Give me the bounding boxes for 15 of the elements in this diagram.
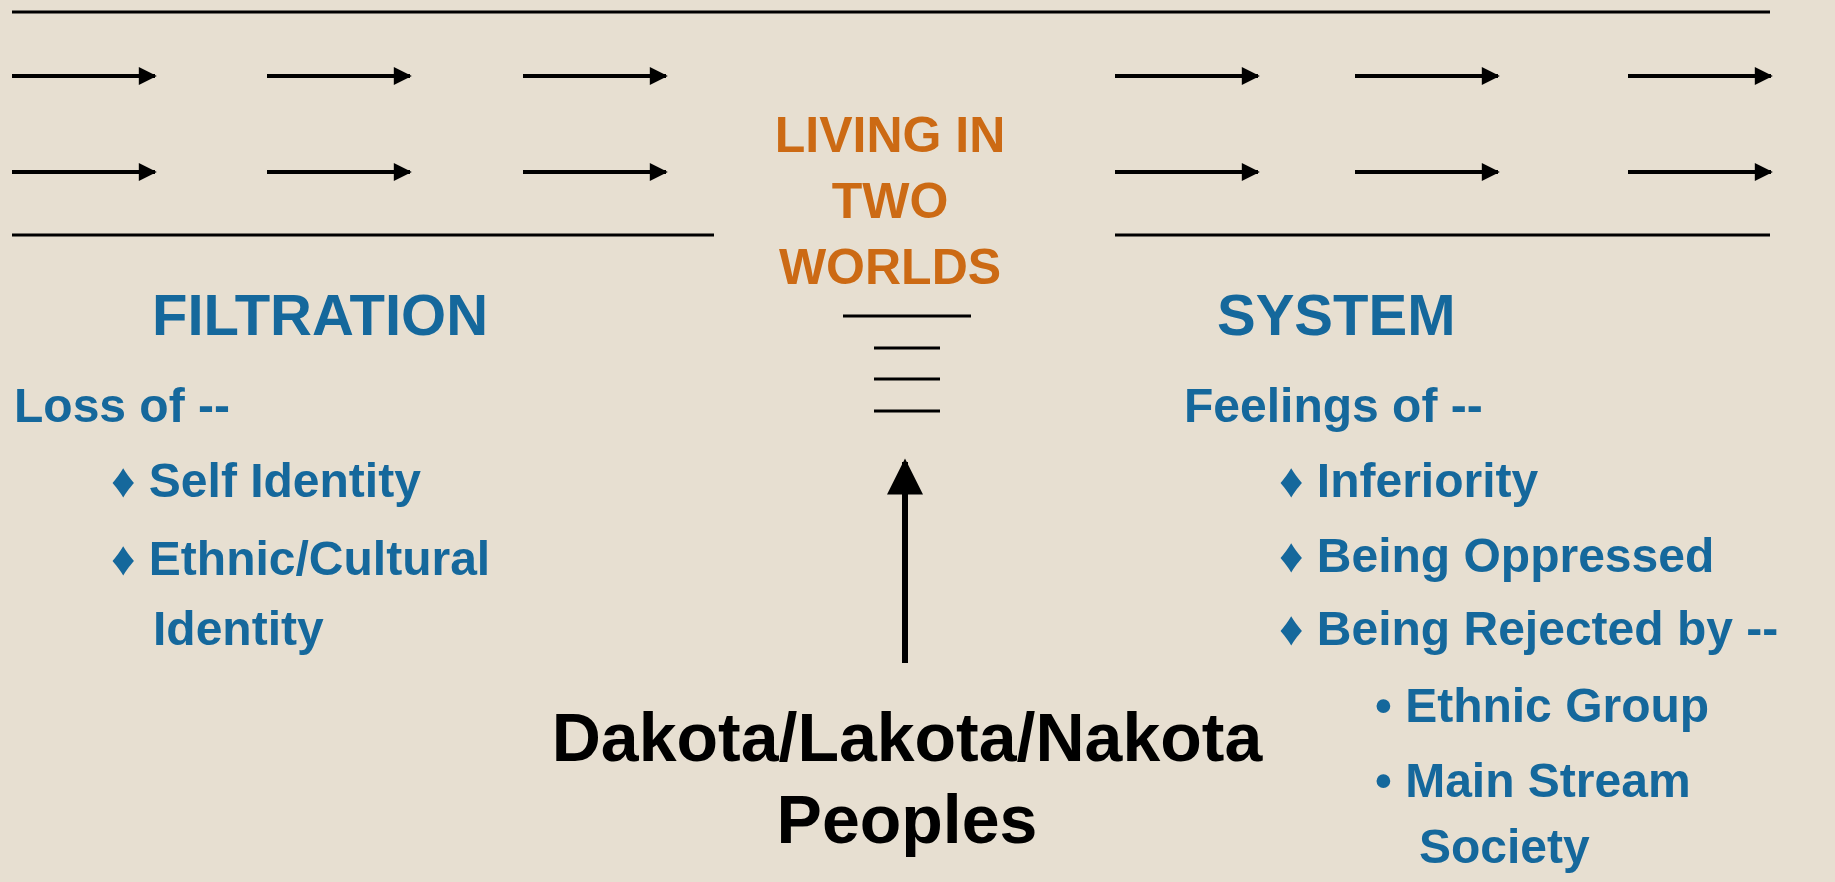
arrow (887, 458, 923, 663)
heading: FILTRATION (152, 286, 489, 344)
list-item: • Main Stream Society (1375, 753, 1692, 875)
title: LIVING IN TWO WORLDS (773, 106, 1007, 297)
stacked-lines-symbol (843, 314, 971, 413)
list-item: ♦ Being Rejected by -- (1279, 605, 1779, 653)
heading: SYSTEM (1217, 286, 1456, 344)
list-item: ♦ Being Oppressed (1279, 532, 1715, 580)
list-item: ♦ Ethnic/Cultural Identity (111, 531, 492, 657)
node-text: Dakota/Lakota/Nakota Peoples (527, 696, 1287, 860)
list-item: ♦ Self Identity (111, 457, 421, 505)
label: Loss of -- (14, 382, 230, 430)
label: Feelings of -- (1184, 382, 1483, 430)
list-item: • Ethnic Group (1375, 682, 1710, 730)
list-item: ♦ Inferiority (1279, 457, 1539, 505)
